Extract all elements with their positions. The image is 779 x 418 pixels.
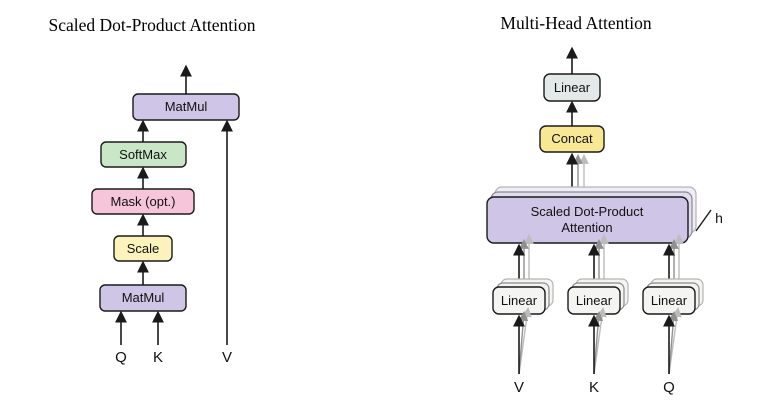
mask-box — [91, 188, 195, 215]
multi-head-attention-diagram: Multi-Head Attention Linear Concat Scale… — [486, 13, 723, 396]
mask-label: Mask (opt.) — [110, 194, 175, 209]
v-input-label-mha: V — [514, 379, 524, 396]
matmul-top-box — [132, 93, 240, 121]
linear-out-label: Linear — [554, 80, 591, 95]
concat-label: Concat — [551, 131, 593, 146]
attention-box — [486, 196, 689, 244]
attention-label-line2: Attention — [561, 220, 612, 235]
k-input-label: K — [153, 349, 163, 366]
linear-q-label: Linear — [651, 293, 688, 308]
linear-stack-q: Linear — [642, 234, 704, 375]
scale-box — [113, 235, 173, 262]
linear-k-label: Linear — [576, 293, 613, 308]
q-input-label-mha: Q — [663, 379, 675, 396]
matmul-bottom-box — [99, 284, 187, 312]
matmul-bottom-label: MatMul — [122, 290, 165, 305]
scale-label: Scale — [127, 241, 160, 256]
heads-count-tick — [695, 209, 712, 232]
linear-v-label: Linear — [501, 293, 538, 308]
linear-stack-v: Linear — [492, 234, 554, 375]
attention-label-line1: Scaled Dot-Product — [531, 204, 644, 219]
softmax-box — [100, 141, 187, 168]
q-input-label: Q — [115, 349, 127, 366]
right-diagram-title: Multi-Head Attention — [500, 13, 651, 33]
v-input-label: V — [222, 349, 232, 366]
concat-box — [539, 125, 605, 153]
matmul-top-label: MatMul — [165, 99, 208, 114]
linear-stack-k: Linear — [567, 234, 629, 375]
softmax-label: SoftMax — [119, 147, 167, 162]
heads-count-label: h — [715, 210, 723, 226]
scaled-dot-product-attention-diagram: Scaled Dot-Product Attention MatMul Soft… — [48, 15, 255, 366]
k-input-label-mha: K — [589, 379, 599, 396]
left-diagram-title: Scaled Dot-Product Attention — [48, 15, 255, 35]
